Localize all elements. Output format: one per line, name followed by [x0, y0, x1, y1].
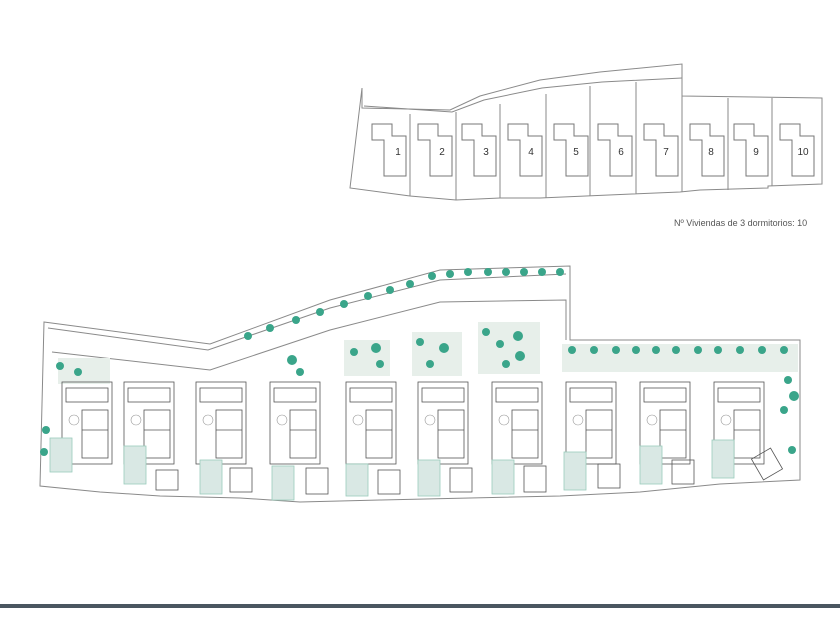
unit-label-1: 1	[395, 147, 401, 158]
unit-label-6: 6	[618, 147, 624, 158]
key-plan-road	[363, 77, 683, 113]
key-plan-house-footprints	[371, 123, 815, 177]
unit-label-9: 9	[753, 147, 759, 158]
key-plan-labels: 1 2 3 4 5 6 7 8 9 10	[395, 147, 809, 158]
footer-bar	[0, 604, 840, 608]
trees	[40, 268, 799, 456]
key-plan	[349, 63, 823, 201]
unit-label-3: 3	[483, 147, 489, 158]
garden-areas	[58, 322, 798, 384]
bedroom-count-caption: Nº Viviendas de 3 dormitorios: 10	[674, 218, 808, 228]
unit-7	[491, 381, 547, 495]
unit-2	[123, 381, 179, 491]
unit-label-7: 7	[663, 147, 669, 158]
unit-8	[563, 381, 621, 491]
key-plan-outline	[349, 63, 823, 201]
unit-1	[49, 381, 113, 473]
unit-3	[195, 381, 253, 495]
unit-label-2: 2	[439, 147, 445, 158]
unit-label-4: 4	[528, 147, 534, 158]
terrace-furniture	[68, 414, 732, 426]
housing-units	[49, 381, 784, 501]
unit-label-8: 8	[708, 147, 714, 158]
key-plan-plot-dividers	[409, 78, 773, 200]
unit-9	[639, 381, 695, 485]
unit-5	[345, 381, 401, 497]
site-access-road	[47, 273, 567, 351]
unit-label-5: 5	[573, 147, 579, 158]
unit-4	[269, 381, 329, 501]
unit-10	[711, 381, 784, 481]
site-inner-road	[51, 299, 567, 371]
unit-6	[417, 381, 473, 497]
unit-label-10: 10	[797, 147, 809, 158]
site-outline	[39, 265, 801, 503]
